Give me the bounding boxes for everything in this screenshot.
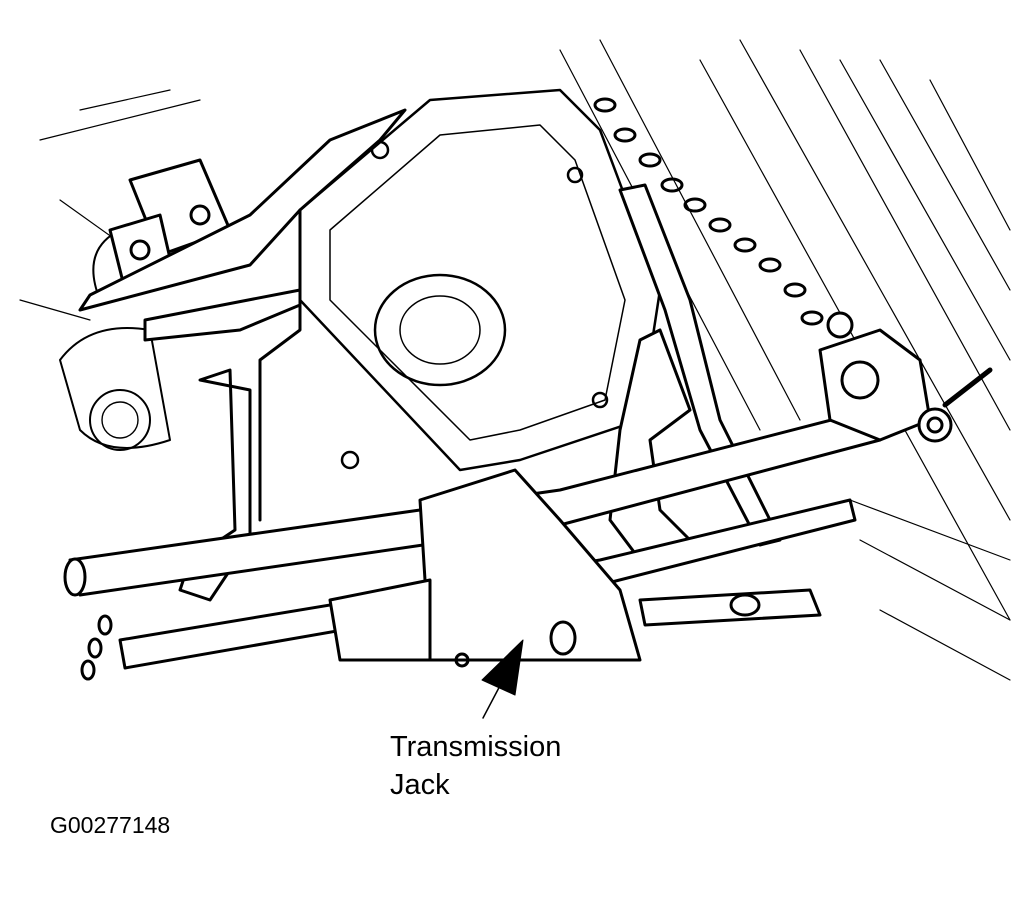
callout-label: Transmission Jack bbox=[390, 728, 561, 804]
callout-arrow bbox=[481, 639, 524, 719]
background-hatching bbox=[19, 39, 1011, 681]
adjustment-screw bbox=[818, 311, 993, 443]
transmission-mount-bracket bbox=[78, 108, 407, 342]
figure-id: G00277148 bbox=[50, 812, 171, 838]
jack-column bbox=[328, 468, 822, 668]
callout-label-line2: Jack bbox=[390, 769, 450, 801]
callout-label-line1: Transmission bbox=[390, 731, 562, 763]
safety-chain bbox=[80, 97, 824, 681]
